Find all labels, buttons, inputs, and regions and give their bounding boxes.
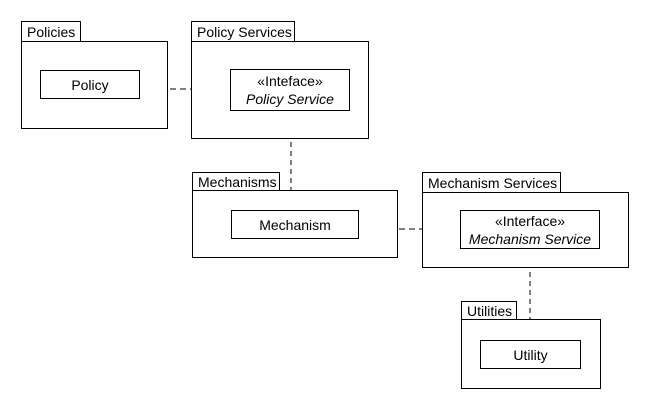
- class-mechanism: Mechanism: [231, 210, 359, 239]
- class-mechanism-name-label: Mechanism: [259, 216, 331, 233]
- package-policy-services-tab: Policy Services: [191, 21, 295, 41]
- package-mechanism-services: Mechanism Services «Interface» Mechanism…: [422, 172, 629, 268]
- package-policies-tab: Policies: [21, 21, 81, 41]
- interface-policy-service-name-label: Policy Service: [246, 91, 334, 107]
- package-policies-tab-label: Policies: [27, 23, 76, 40]
- package-policies: Policies Policy: [21, 21, 168, 129]
- class-policy-name-label: Policy: [71, 76, 109, 93]
- package-mechanism-services-tab-label: Mechanism Services: [428, 174, 558, 191]
- interface-policy-service: «Inteface» Policy Service: [230, 69, 350, 111]
- package-mechanisms-tab-label: Mechanisms: [198, 173, 277, 190]
- class-utility-name-label: Utility: [513, 346, 548, 363]
- interface-policy-service-stereotype-label: «Inteface»: [257, 73, 323, 89]
- interface-mechanism-service-name-label: Mechanism Service: [468, 230, 592, 247]
- package-utilities-tab-label: Utilities: [467, 302, 513, 319]
- package-mechanisms-tab: Mechanisms: [192, 172, 280, 190]
- package-mechanisms: Mechanisms Mechanism: [192, 172, 398, 258]
- package-policy-services-tab-label: Policy Services: [197, 23, 292, 40]
- package-utilities-tab: Utilities: [461, 301, 517, 319]
- interface-mechanism-service-stereotype-label: «Interface»: [494, 212, 566, 229]
- class-policy: Policy: [40, 70, 140, 99]
- class-utility: Utility: [480, 340, 581, 369]
- package-mechanism-services-tab: Mechanism Services: [422, 172, 561, 192]
- package-policy-services: Policy Services «Inteface» Policy Servic…: [191, 21, 369, 139]
- interface-mechanism-service: «Interface» Mechanism Service: [460, 210, 600, 249]
- package-utilities: Utilities Utility: [461, 301, 601, 389]
